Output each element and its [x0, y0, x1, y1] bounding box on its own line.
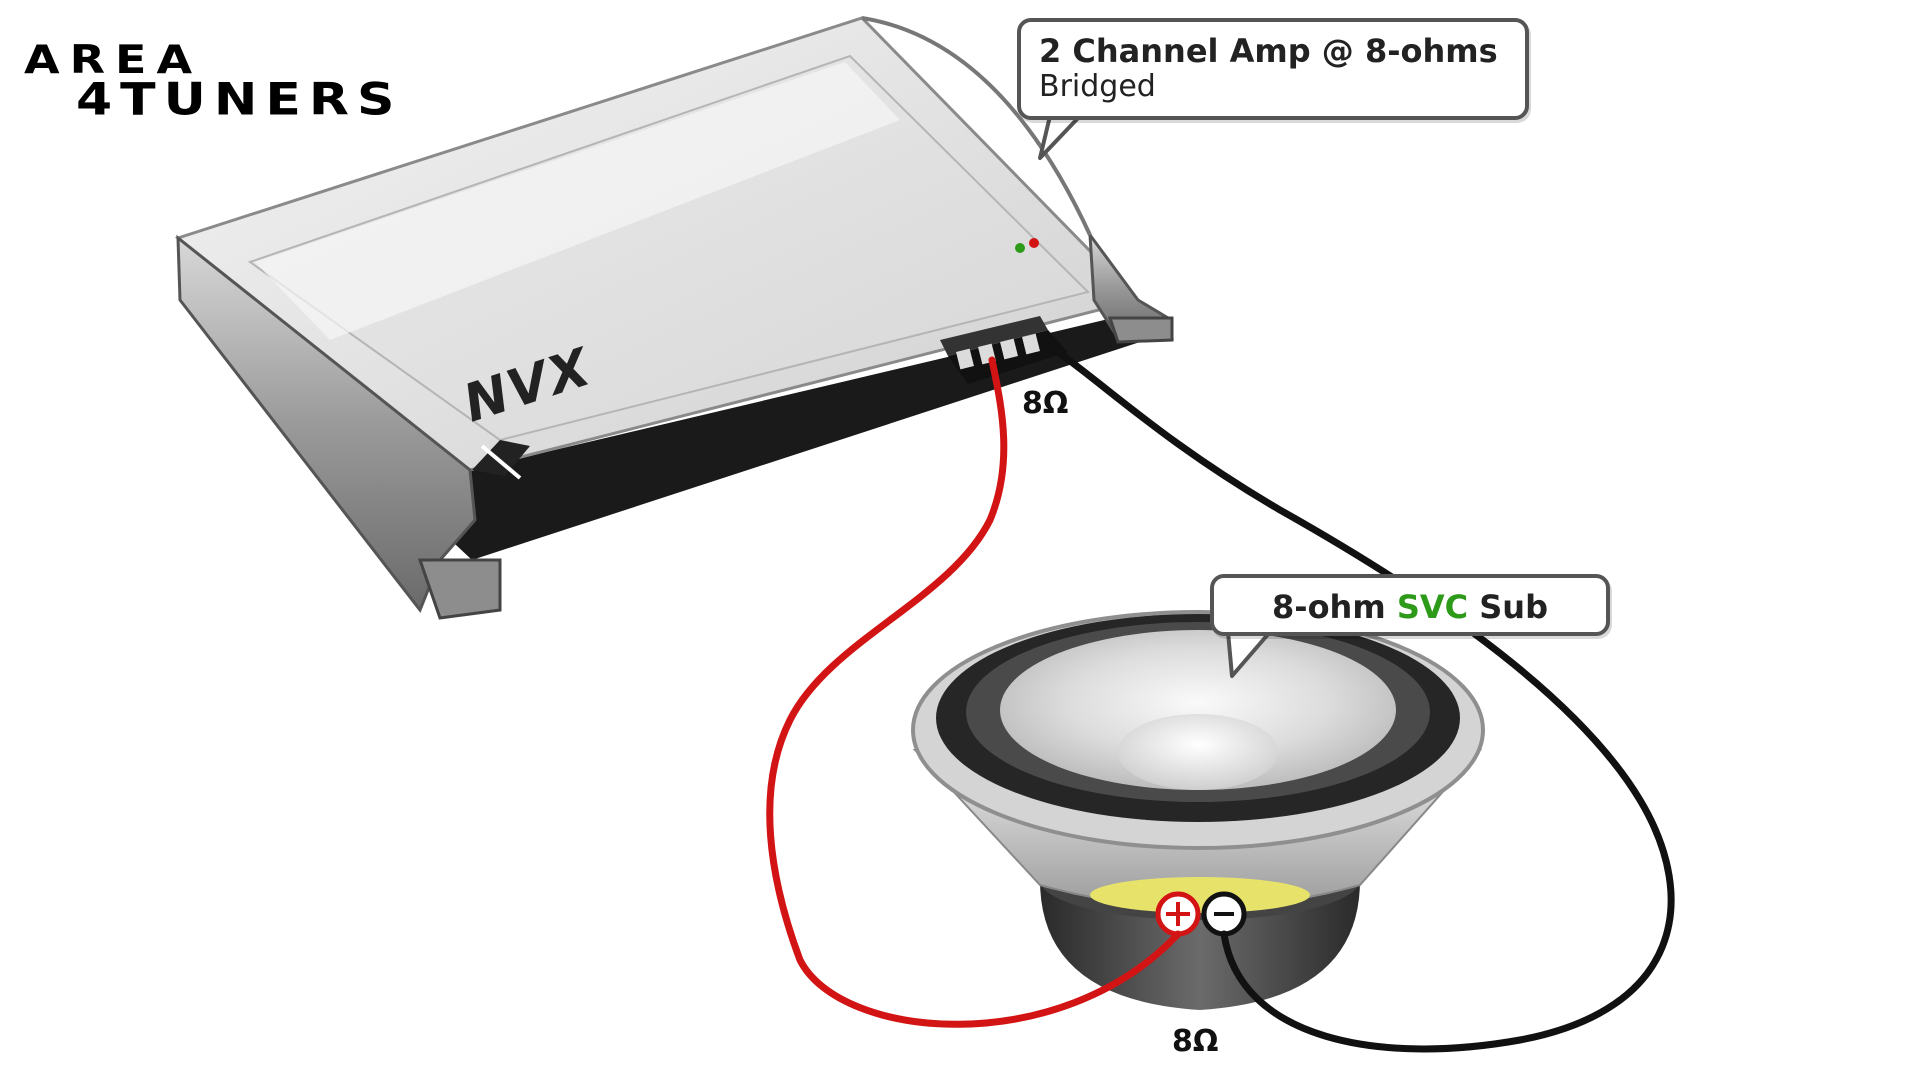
sub-negative-terminal: [1201, 891, 1247, 937]
sub-callout: 8-ohm SVC Sub: [1210, 574, 1610, 636]
nvx-logo-icon: [472, 440, 530, 480]
amp-impedance-label: 8Ω: [1022, 386, 1069, 421]
sub-positive-terminal: [1155, 891, 1201, 937]
sub-dust-cap: [1118, 714, 1278, 790]
amp-panel-highlight: [255, 62, 900, 340]
amp-callout-subtitle: Bridged: [1039, 69, 1156, 104]
subwoofer: [911, 610, 1485, 1010]
amp-callout-title: 2 Channel Amp @ 8-ohms: [1039, 32, 1498, 70]
amp-callout-tail: [1038, 114, 1082, 160]
logo-line-1: AREA: [24, 36, 203, 83]
area4tuners-logo: AREA 4TUNERS: [24, 40, 444, 130]
amp-right-foot: [1107, 316, 1174, 344]
logo-line-2: 4TUNERS: [76, 74, 403, 126]
positive-wire: [766, 356, 1182, 1028]
amp-top-panel: [247, 54, 1090, 442]
sub-callout-title: 8-ohm SVC Sub: [1228, 588, 1592, 626]
led-red: [1029, 238, 1039, 248]
amp-terminal-block: [940, 316, 1068, 384]
sub-callout-prefix: 8-ohm: [1272, 588, 1397, 626]
sub-cone: [1000, 630, 1396, 790]
amplifier: [174, 16, 1174, 620]
sub-spider: [1090, 877, 1310, 913]
sub-callout-suffix: Sub: [1468, 588, 1548, 626]
sub-callout-svc: SVC: [1396, 588, 1469, 626]
amp-left-foot: [417, 558, 502, 620]
sub-impedance-label: 8Ω: [1172, 1024, 1219, 1059]
amp-top-edge: [861, 16, 1092, 236]
negative-wire: [1044, 341, 1675, 1053]
amp-callout: 2 Channel Amp @ 8-ohms Bridged: [1017, 18, 1529, 120]
led-green: [1015, 243, 1025, 253]
